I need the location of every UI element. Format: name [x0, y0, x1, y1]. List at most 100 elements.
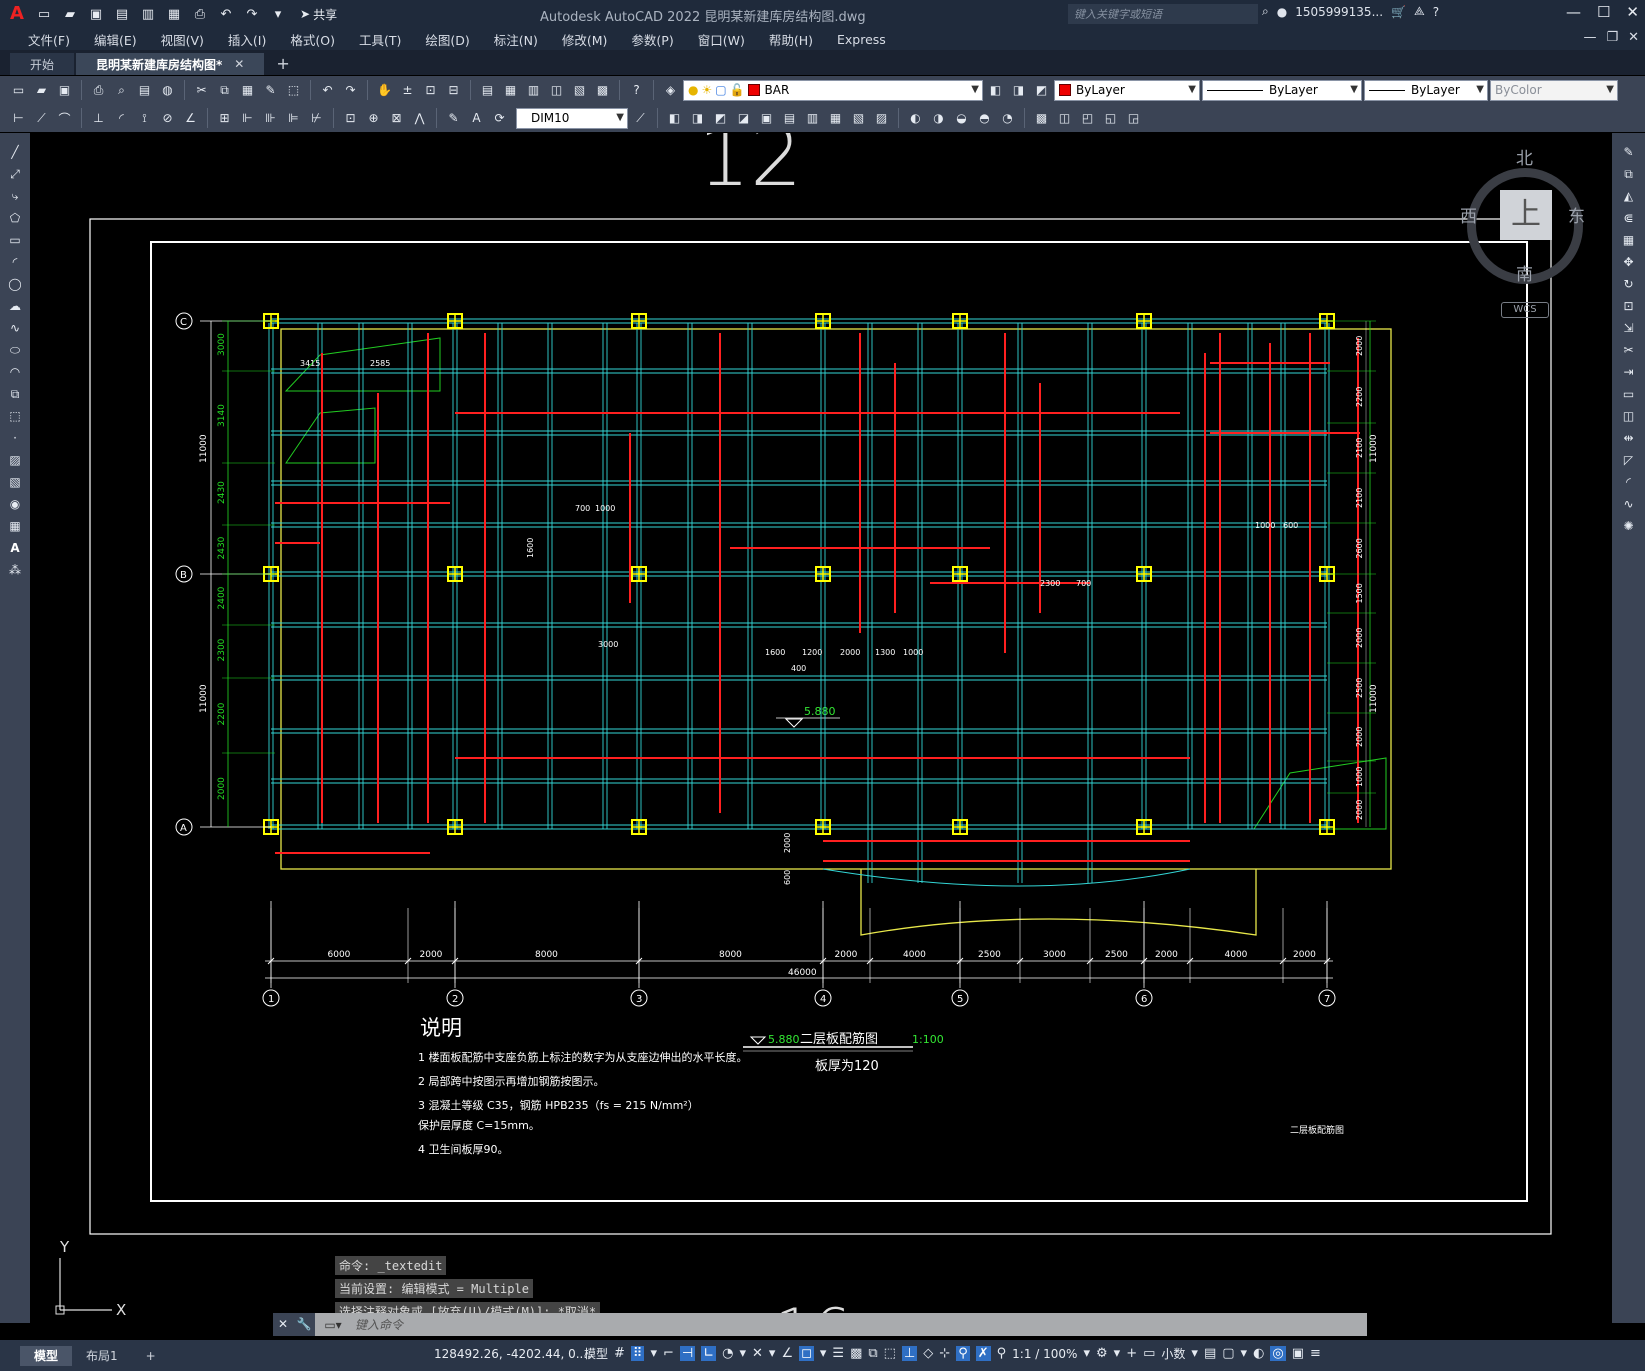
menu-dimension[interactable]: 标注(N)	[493, 32, 538, 48]
add-selected-icon[interactable]: ⁂	[9, 563, 21, 577]
plot-icon[interactable]: ⎙	[93, 82, 104, 97]
modify-icon-14[interactable]: ◓	[979, 111, 990, 125]
chevron-down-icon[interactable]: ▾	[739, 1346, 746, 1361]
dynamic-input-icon[interactable]: ⊣	[679, 1346, 696, 1361]
dim-arc-icon[interactable]: ⌒	[58, 111, 71, 126]
trim-icon[interactable]: ✂	[1623, 343, 1634, 357]
new-tab-button[interactable]: +	[276, 54, 290, 73]
dim-angular-icon[interactable]: ∠	[185, 111, 196, 125]
dim-update-icon[interactable]: ⟳	[494, 111, 505, 125]
zoom-previous-icon[interactable]: ⊟	[448, 83, 459, 97]
layer-state-icon[interactable]: ◩	[1035, 83, 1048, 97]
zoom-realtime-icon[interactable]: ±	[402, 83, 413, 97]
inspect-icon[interactable]: ⊠	[391, 111, 402, 125]
chamfer-icon[interactable]: ◸	[1623, 453, 1634, 467]
arc-icon[interactable]: ◜	[12, 255, 18, 269]
menu-file[interactable]: 文件(F)	[28, 32, 70, 48]
modify-icon-5[interactable]: ▣	[760, 111, 773, 125]
units-icon[interactable]: ▭	[1143, 1346, 1156, 1361]
modify-icon-12[interactable]: ◑	[933, 111, 944, 125]
dim-ordinate-icon[interactable]: ⊥	[93, 111, 104, 125]
polyline-icon[interactable]: ⤷	[11, 188, 19, 203]
redo-icon[interactable]: ↷	[345, 83, 356, 97]
tool-palettes-icon[interactable]: ▥	[527, 83, 540, 97]
share-button[interactable]: ➤ 共享	[294, 3, 343, 25]
units-value[interactable]: 小数	[1161, 1347, 1186, 1361]
compass-west[interactable]: 西	[1460, 207, 1477, 227]
spline-icon[interactable]: ∿	[9, 321, 21, 335]
menu-draw[interactable]: 绘图(D)	[425, 32, 470, 48]
modify-icon-7[interactable]: ▥	[806, 111, 819, 125]
dynamic-ucs-icon[interactable]: ⊥	[901, 1346, 918, 1361]
snap-icon[interactable]: ⠿	[630, 1346, 645, 1361]
circle-icon[interactable]: ◯	[8, 277, 22, 291]
viewcube[interactable]: 上 北 南 东 西 WCS	[1460, 149, 1590, 320]
hardware-acceleration-icon[interactable]: ◎	[1270, 1346, 1286, 1361]
search-input[interactable]: 键入关键字或短语	[1068, 4, 1258, 24]
help-icon[interactable]: ?	[633, 83, 640, 97]
tab-drawing[interactable]: 昆明某新建库房结构图* ✕	[76, 53, 265, 75]
join-icon[interactable]: ⇹	[1623, 431, 1634, 445]
stretch-icon[interactable]: ⇲	[1623, 321, 1634, 335]
publish-icon[interactable]: ▥	[141, 6, 155, 22]
ellipse-icon[interactable]: ⬭	[9, 342, 21, 357]
grid-icon[interactable]: #	[614, 1346, 625, 1361]
modify-icon-10[interactable]: ▨	[875, 111, 888, 125]
modify-icon-8[interactable]: ▦	[829, 111, 842, 125]
properties-icon[interactable]: ▤	[481, 83, 494, 97]
make-current-icon[interactable]: ◧	[989, 83, 1002, 97]
chevron-down-icon[interactable]: ▾	[1083, 1346, 1090, 1361]
modify-icon-9[interactable]: ▧	[852, 111, 865, 125]
modify-icon-2[interactable]: ◨	[691, 111, 704, 125]
isodraft-icon[interactable]: ✕	[752, 1346, 763, 1361]
redo-icon[interactable]: ↷	[246, 6, 258, 22]
move-icon[interactable]: ✥	[1623, 255, 1634, 269]
modify-icon-15[interactable]: ◔	[1002, 111, 1013, 125]
hatch-icon[interactable]: ▨	[9, 453, 21, 467]
gradient-icon[interactable]: ▧	[9, 475, 21, 489]
plotstyle-combo[interactable]: ByColor ▼	[1490, 79, 1618, 101]
wcs-menu-button[interactable]: WCS	[1501, 302, 1549, 318]
layer-properties-icon[interactable]: ◈	[665, 83, 676, 97]
dim-space-icon[interactable]: ⊫	[288, 111, 299, 125]
modify-icon-20[interactable]: ◲	[1127, 111, 1140, 125]
modify-icon-11[interactable]: ◐	[910, 111, 921, 125]
paste-icon[interactable]: ▦	[241, 83, 254, 97]
a360-icon[interactable]: ⟁	[1413, 4, 1425, 18]
scale-icon[interactable]: ⊡	[1623, 299, 1634, 313]
menu-help[interactable]: 帮助(H)	[768, 32, 813, 48]
object-snap-icon[interactable]: ◻	[799, 1346, 814, 1361]
revision-cloud-icon[interactable]: ☁	[9, 299, 21, 313]
dim-continue-icon[interactable]: ⊪	[265, 111, 276, 125]
chevron-down-icon[interactable]: ▾	[768, 1346, 776, 1361]
layer-combo[interactable]: ● ☀ ▢ 🔓 BAR ▼	[683, 79, 983, 101]
modify-icon-16[interactable]: ▩	[1035, 111, 1048, 125]
quick-properties-icon[interactable]: ▤	[1203, 1346, 1217, 1361]
dim-baseline-icon[interactable]: ⊩	[242, 111, 253, 125]
chevron-down-icon[interactable]: ▾	[1240, 1346, 1248, 1361]
maximize-button[interactable]: ☐	[1596, 3, 1611, 21]
close-button[interactable]: ✕	[1626, 3, 1639, 21]
search-icon[interactable]: ⌕	[1262, 4, 1269, 18]
lock-ui-icon[interactable]: ▢	[1222, 1346, 1235, 1361]
linetype-combo[interactable]: ByLayer ▼	[1202, 79, 1362, 101]
viewcube-compass-ring[interactable]	[1467, 168, 1583, 284]
extend-icon[interactable]: ⇥	[1623, 365, 1634, 379]
ellipse-arc-icon[interactable]: ◠	[9, 365, 21, 379]
drawing-canvas[interactable]: 12 16 5.880 CBA1234567600020008000800020…	[30, 133, 1612, 1323]
chevron-down-icon[interactable]: ▾	[1113, 1346, 1121, 1361]
customize-statusbar-icon[interactable]: ≡	[1310, 1346, 1321, 1361]
transparency-icon[interactable]: ▩	[850, 1346, 863, 1361]
add-layout-button[interactable]: +	[145, 1348, 156, 1363]
isolate-objects-icon[interactable]: ◐	[1253, 1346, 1265, 1361]
tolerance-icon[interactable]: ⊡	[345, 111, 356, 125]
rotate-icon[interactable]: ↻	[1623, 277, 1634, 291]
color-combo[interactable]: ByLayer ▼	[1054, 79, 1200, 101]
offset-icon[interactable]: ⋐	[1623, 211, 1634, 225]
insert-block-icon[interactable]: ⧉	[10, 386, 20, 401]
model-space-toggle[interactable]: 模型	[584, 1347, 609, 1361]
3d-osnap-icon[interactable]: ⬚	[883, 1346, 896, 1361]
cart-icon[interactable]: 🛒	[1391, 4, 1406, 19]
explode-icon[interactable]: ✺	[1623, 519, 1634, 533]
customize-qat-icon[interactable]: ▾	[274, 6, 282, 22]
